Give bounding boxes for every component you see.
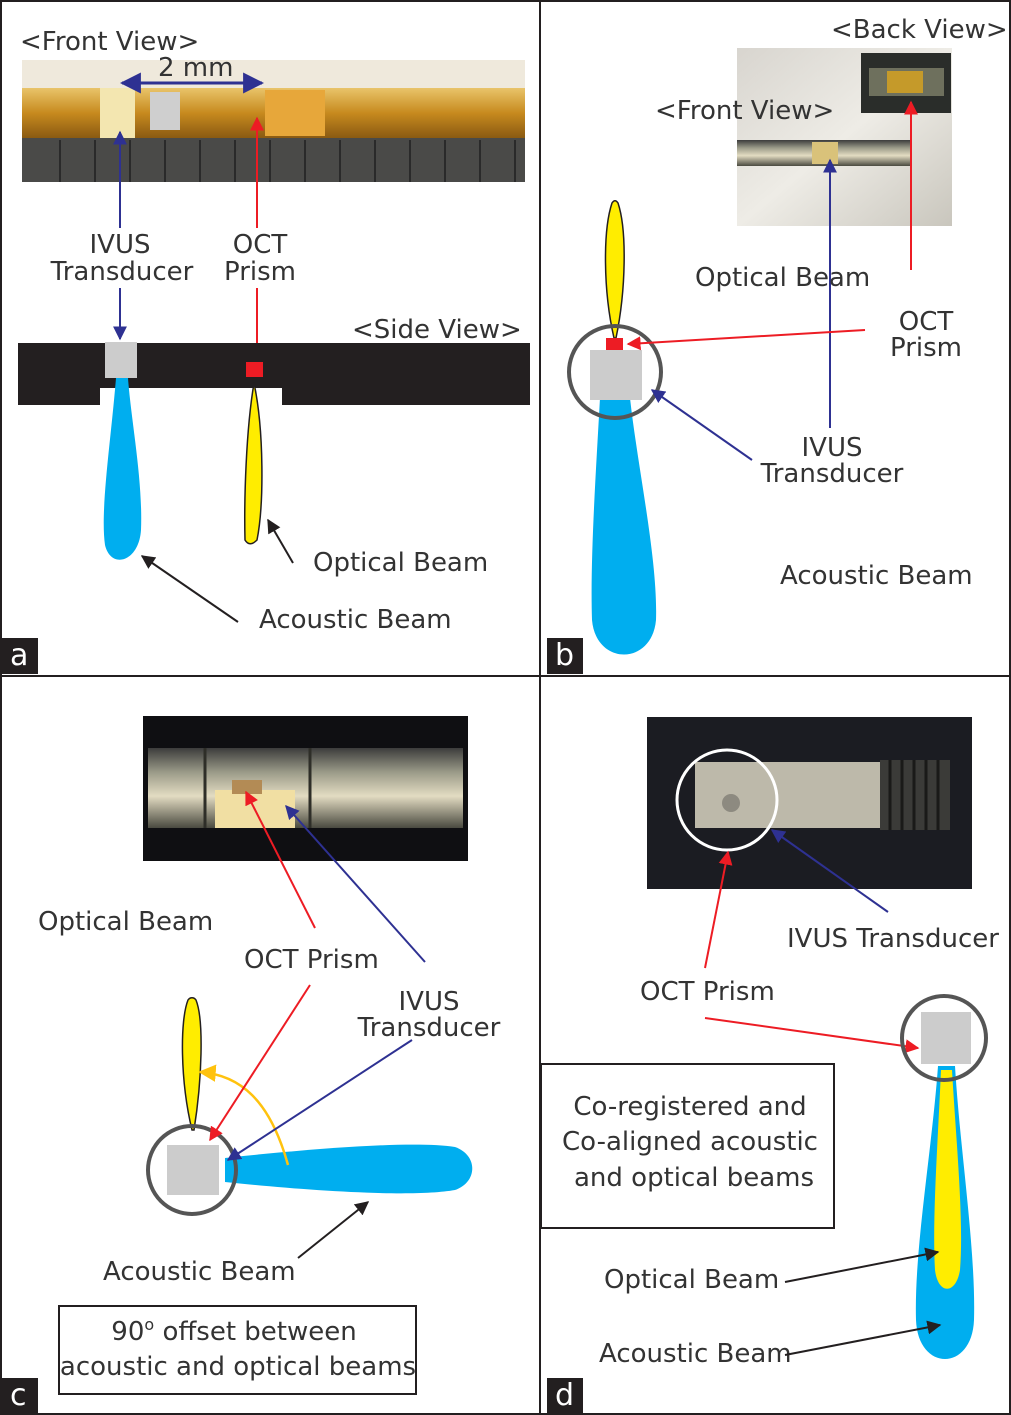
panel-b-oct-arrow	[626, 329, 866, 351]
panel-c-photo	[143, 716, 468, 861]
panel-b-ivus-transducer	[590, 350, 642, 400]
panel-a-ivus-transducer	[105, 342, 137, 378]
panel-b-acoustic-beam	[591, 398, 657, 655]
panel-d-optical-beam	[934, 1070, 962, 1289]
panel-c-offset-box	[58, 1305, 417, 1395]
panel-d: IVUS Transducer OCT Prism Co-registered …	[540, 717, 999, 1414]
panel-c-optical-beam-label: Optical Beam	[38, 907, 213, 937]
panel-d-coreg-line-2: Co-aligned acoustic	[562, 1127, 818, 1157]
panel-c-letter: c	[10, 1378, 27, 1413]
panel-c-offset-degrees: 90	[111, 1317, 144, 1347]
panel-c-oct-photo-arrow	[245, 790, 316, 929]
panel-d-letter-box	[547, 1378, 583, 1414]
panel-b-oct-prism	[606, 338, 623, 350]
panel-d-letter: d	[555, 1378, 574, 1413]
panel-d-transducer	[921, 1012, 971, 1064]
panel-c-offset-degree-sup: o	[144, 1315, 154, 1334]
panel-a-letter-box	[2, 638, 38, 674]
panel-d-acoustic-beam-label: Acoustic Beam	[599, 1339, 792, 1369]
panel-a-front-photo	[22, 60, 525, 182]
panel-a-acoustic-beam-arrow	[140, 555, 239, 623]
panel-c-ivus-photo-arrow	[285, 804, 426, 963]
panel-b-letter: b	[555, 638, 574, 673]
panel-d-coreg-box	[540, 1063, 835, 1229]
panel-b-optical-beam	[604, 200, 625, 339]
panel-b-ivus-label-2: Transducer	[760, 459, 904, 489]
panel-b: <Back View> <Front View> Optical Beam OC…	[547, 15, 1008, 674]
panel-c-rotation-arc	[198, 1064, 290, 1166]
panel-a-letter: a	[10, 638, 28, 673]
panel-c: Optical Beam OCT Prism IVUS Transducer A…	[2, 716, 501, 1414]
panel-d-ivus-photo-arrow	[770, 829, 889, 913]
panel-b-catheter-circle	[567, 324, 663, 420]
panel-b-letter-box	[547, 638, 583, 674]
panel-b-photo	[737, 48, 952, 226]
panel-c-letter-box	[2, 1378, 38, 1414]
panel-c-ivus-arrow	[226, 1039, 413, 1161]
panel-c-ivus-label-2: Transducer	[357, 1013, 501, 1043]
panel-d-photo-highlight-circle	[675, 748, 779, 852]
panel-b-acoustic-beam-label: Acoustic Beam	[780, 561, 973, 591]
panel-b-ivus-arrow	[650, 389, 753, 461]
panel-c-ivus-label-1: IVUS	[399, 987, 460, 1017]
panel-b-optical-beam-label: Optical Beam	[695, 263, 870, 293]
panel-c-offset-line-2: acoustic and optical beams	[60, 1352, 416, 1382]
panel-c-catheter-circle	[146, 1124, 238, 1216]
panel-d-oct-photo-arrow	[704, 850, 733, 969]
panel-d-oct-arrow	[704, 1017, 920, 1054]
panel-c-acoustic-beam	[225, 1144, 473, 1194]
panel-b-ivus-label-1: IVUS	[802, 433, 863, 463]
panel-c-offset-text: offset between	[154, 1317, 357, 1347]
panel-d-oct-prism-label: OCT Prism	[640, 977, 775, 1007]
panel-d-ivus-transducer-label: IVUS Transducer	[787, 924, 999, 954]
panel-d-coreg-line-1: Co-registered and	[573, 1092, 806, 1122]
panel-a-acoustic-beam-label: Acoustic Beam	[259, 605, 452, 635]
panel-c-oct-arrow	[209, 984, 311, 1142]
panel-b-oct-label-1: OCT	[899, 307, 954, 337]
panel-a-optical-beam-label: Optical Beam	[313, 548, 488, 578]
panel-a-ivus-label-1: IVUS	[90, 230, 151, 260]
panel-a-catheter-body	[18, 343, 530, 405]
panel-c-acoustic-beam-label: Acoustic Beam	[103, 1257, 296, 1287]
panel-d-acoustic-beam-arrow	[784, 1320, 942, 1356]
panel-a-oct-label-1: OCT	[233, 230, 288, 260]
panel-d-optical-beam-label: Optical Beam	[604, 1265, 779, 1295]
panel-b-oct-label-2: Prism	[890, 333, 962, 363]
panel-c-acoustic-beam-arrow	[297, 1201, 370, 1259]
panel-d-catheter-circle	[900, 994, 988, 1082]
panel-c-ivus-transducer	[167, 1145, 219, 1195]
panel-d-coreg-line-3: and optical beams	[574, 1163, 814, 1193]
panel-a-scale-label: 2 mm	[158, 53, 233, 83]
panel-b-front-view-label: <Front View>	[655, 96, 834, 126]
panel-a-side-view-label: <Side View>	[352, 315, 522, 345]
panel-a-front-view-label: <Front View>	[20, 27, 199, 57]
panel-b-back-view-label: <Back View>	[831, 15, 1008, 45]
panel-a-ivus-label-2: Transducer	[50, 257, 194, 287]
panel-a-oct-prism	[246, 362, 263, 377]
panel-d-optical-beam-arrow	[784, 1247, 940, 1283]
panel-c-oct-prism-label: OCT Prism	[244, 945, 379, 975]
panel-c-optical-beam	[181, 997, 202, 1131]
panel-a: <Front View> 2 mm IVUS Transducer	[2, 27, 530, 674]
panel-a-acoustic-beam	[103, 378, 142, 560]
panel-a-optical-beam-arrow	[267, 518, 294, 564]
panel-a-oct-label-2: Prism	[224, 257, 296, 287]
panel-a-optical-beam	[244, 382, 263, 545]
panel-d-photo	[647, 717, 972, 889]
panel-c-offset-line-1: 90o offset between	[111, 1315, 356, 1347]
